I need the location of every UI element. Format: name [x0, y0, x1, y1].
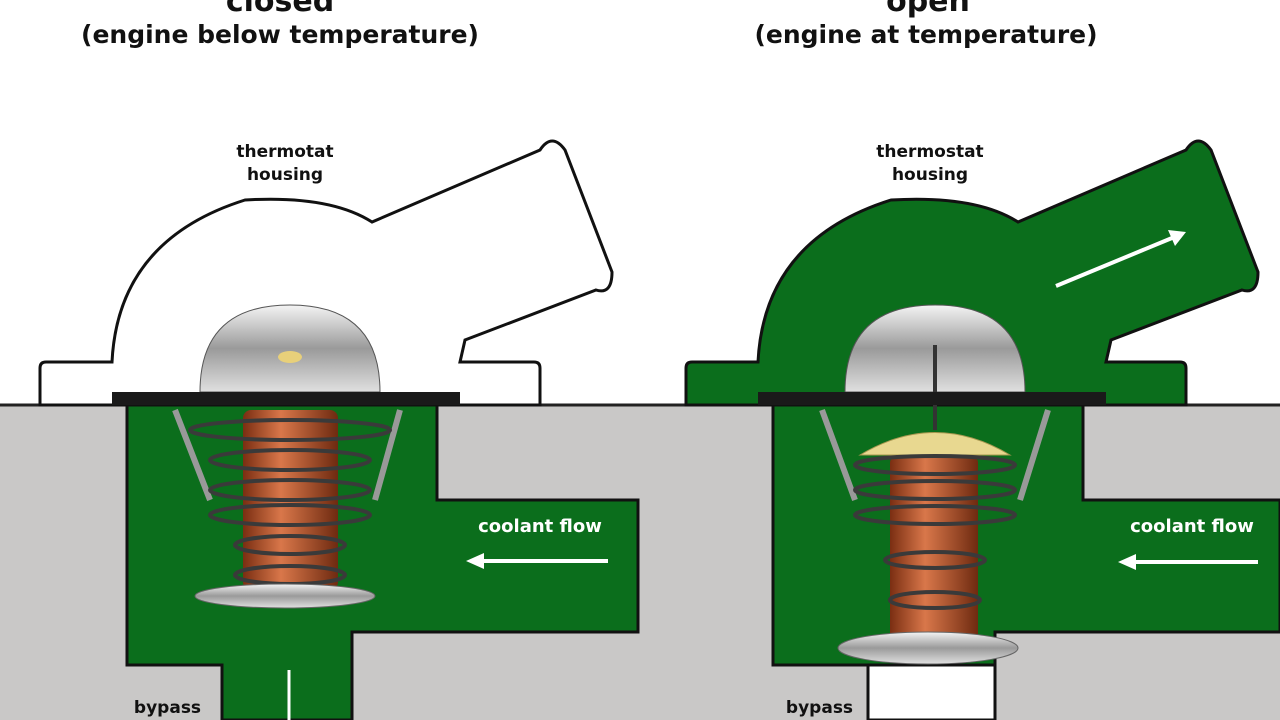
housing-label-line1: thermostat [876, 142, 984, 162]
flow-arrow-closed [466, 553, 608, 569]
closed-subtitle: (engine below temperature) [81, 20, 479, 49]
flow-arrow-open [1118, 554, 1258, 570]
open-subtitle: (engine at temperature) [754, 20, 1098, 49]
flow-arrow-housing [1055, 230, 1186, 288]
housing-label-closed: thermotat housing [205, 141, 365, 187]
coolant-flow-label-open: coolant flow [1130, 516, 1254, 537]
bypass-closed-passage [866, 663, 997, 720]
housing-label-open: thermostat housing [850, 141, 1010, 187]
closed-title: closed [225, 0, 335, 19]
open-title: open [886, 0, 970, 19]
housing-label-line2: housing [246, 165, 324, 185]
thermostat-housing-closed [38, 139, 614, 407]
housing-label-line1: thermotat [236, 142, 334, 162]
bypass-label-open: bypass [785, 698, 854, 718]
coolant-flow-label-closed: coolant flow [478, 516, 602, 537]
bypass-label-closed: bypass [133, 698, 202, 718]
thermostat-closed [112, 304, 460, 609]
housing-label-line2: housing [891, 165, 969, 185]
thermostat-housing-open [684, 139, 1260, 407]
thermostat-open [758, 304, 1106, 665]
